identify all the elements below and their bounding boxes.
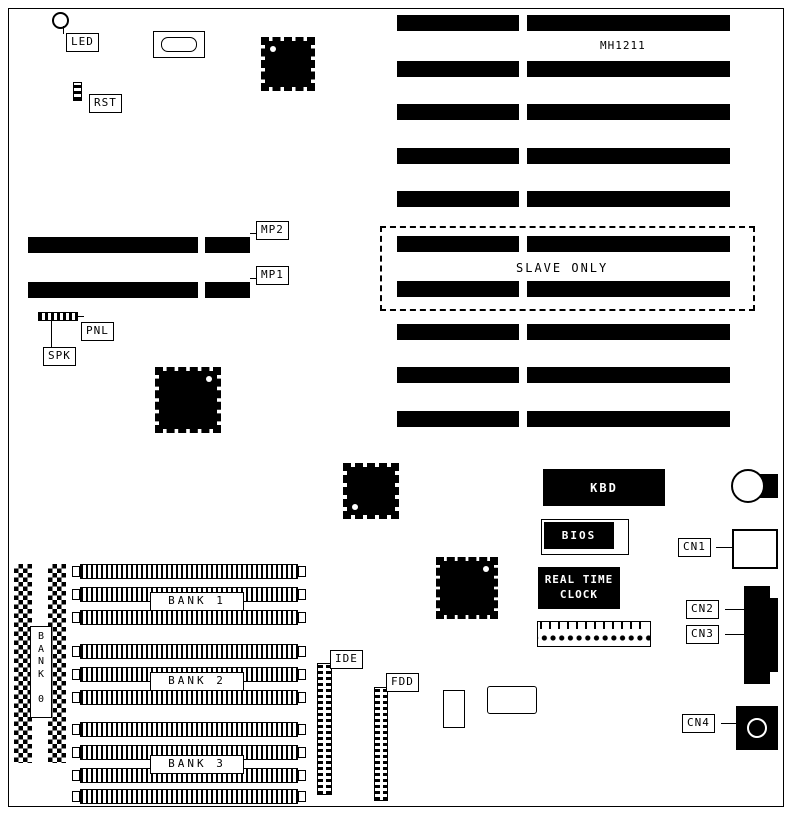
bank0-sockets-left: [14, 564, 32, 763]
simm-socket: [72, 564, 306, 579]
keyboard-din-connector: [731, 469, 765, 503]
cn4-connector: [736, 706, 778, 750]
rst-label: RST: [89, 94, 122, 114]
fdd-header: [374, 687, 388, 801]
mp2-slot: [28, 237, 250, 253]
cn1-connector: [732, 529, 778, 569]
pin-connector-row: [537, 621, 651, 647]
isa-slot-1: [397, 15, 730, 31]
slave-only-box: [380, 226, 755, 311]
qfp-chip-4: [436, 557, 498, 619]
isa-slot-8: [397, 324, 730, 340]
isa-slot-5: [397, 191, 730, 207]
cn2-cn3-connector-side: [770, 598, 778, 672]
pnl-label: PNL: [81, 322, 114, 342]
cn4-pointer-line: [721, 723, 736, 724]
isa-slot-2: [397, 61, 730, 77]
cn3-pointer-line: [725, 634, 744, 635]
simm-socket: [72, 690, 306, 705]
rtc-chip: REAL TIME CLOCK: [538, 567, 620, 609]
spk-label: SPK: [43, 347, 76, 367]
bank3-label: BANK 3: [150, 755, 244, 775]
mp1-slot: [28, 282, 250, 298]
bios-chip: BIOS: [544, 522, 614, 549]
simm-socket: [72, 722, 306, 737]
cn2-label: CN2: [686, 600, 719, 620]
cn4-label: CN4: [682, 714, 715, 734]
simm-socket: [72, 610, 306, 625]
led-indicator: [52, 12, 69, 29]
cn1-label: CN1: [678, 538, 711, 558]
simm-socket: [72, 644, 306, 659]
cn2-pointer-line: [725, 609, 744, 610]
cn1-pointer-line: [716, 547, 732, 548]
fdd-label: FDD: [386, 673, 419, 693]
qfp-chip-1: [261, 37, 315, 91]
cn3-label: CN3: [686, 625, 719, 645]
isa-slot-3: [397, 104, 730, 120]
bank0-sockets-right: [48, 564, 66, 763]
board-outline: [8, 8, 784, 807]
pnl-pointer-line: [78, 316, 84, 317]
board-model-label: MH1211: [600, 39, 646, 52]
bank1-label: BANK 1: [150, 592, 244, 612]
slave-only-label: SLAVE ONLY: [516, 261, 609, 275]
component-outline-2: [487, 686, 537, 714]
rst-header: [73, 82, 82, 101]
qfp-chip-2: [155, 367, 221, 433]
mp1-pointer-line: [250, 278, 258, 279]
led-label: LED: [66, 33, 99, 53]
led-pointer-line: [63, 26, 64, 34]
mp1-label: MP1: [256, 266, 289, 286]
isa-slot-10: [397, 411, 730, 427]
mp2-label: MP2: [256, 221, 289, 241]
mp2-pointer-line: [250, 233, 258, 234]
simm-socket: [72, 789, 306, 804]
isa-slot-7: [397, 281, 730, 297]
bank2-label: BANK 2: [150, 672, 244, 692]
cn2-cn3-connector: [744, 586, 770, 684]
ide-header: [317, 663, 332, 795]
component-outline-1: [443, 690, 465, 728]
qfp-chip-3: [343, 463, 399, 519]
bank0-label: B A N K 0: [30, 626, 52, 718]
ide-label: IDE: [330, 650, 363, 670]
pnl-header: [38, 312, 78, 321]
kbd-chip: KBD: [543, 469, 665, 506]
spk-pointer-line: [51, 321, 52, 347]
isa-slot-4: [397, 148, 730, 164]
isa-slot-9: [397, 367, 730, 383]
isa-slot-6: [397, 236, 730, 252]
oscillator: [153, 31, 205, 58]
